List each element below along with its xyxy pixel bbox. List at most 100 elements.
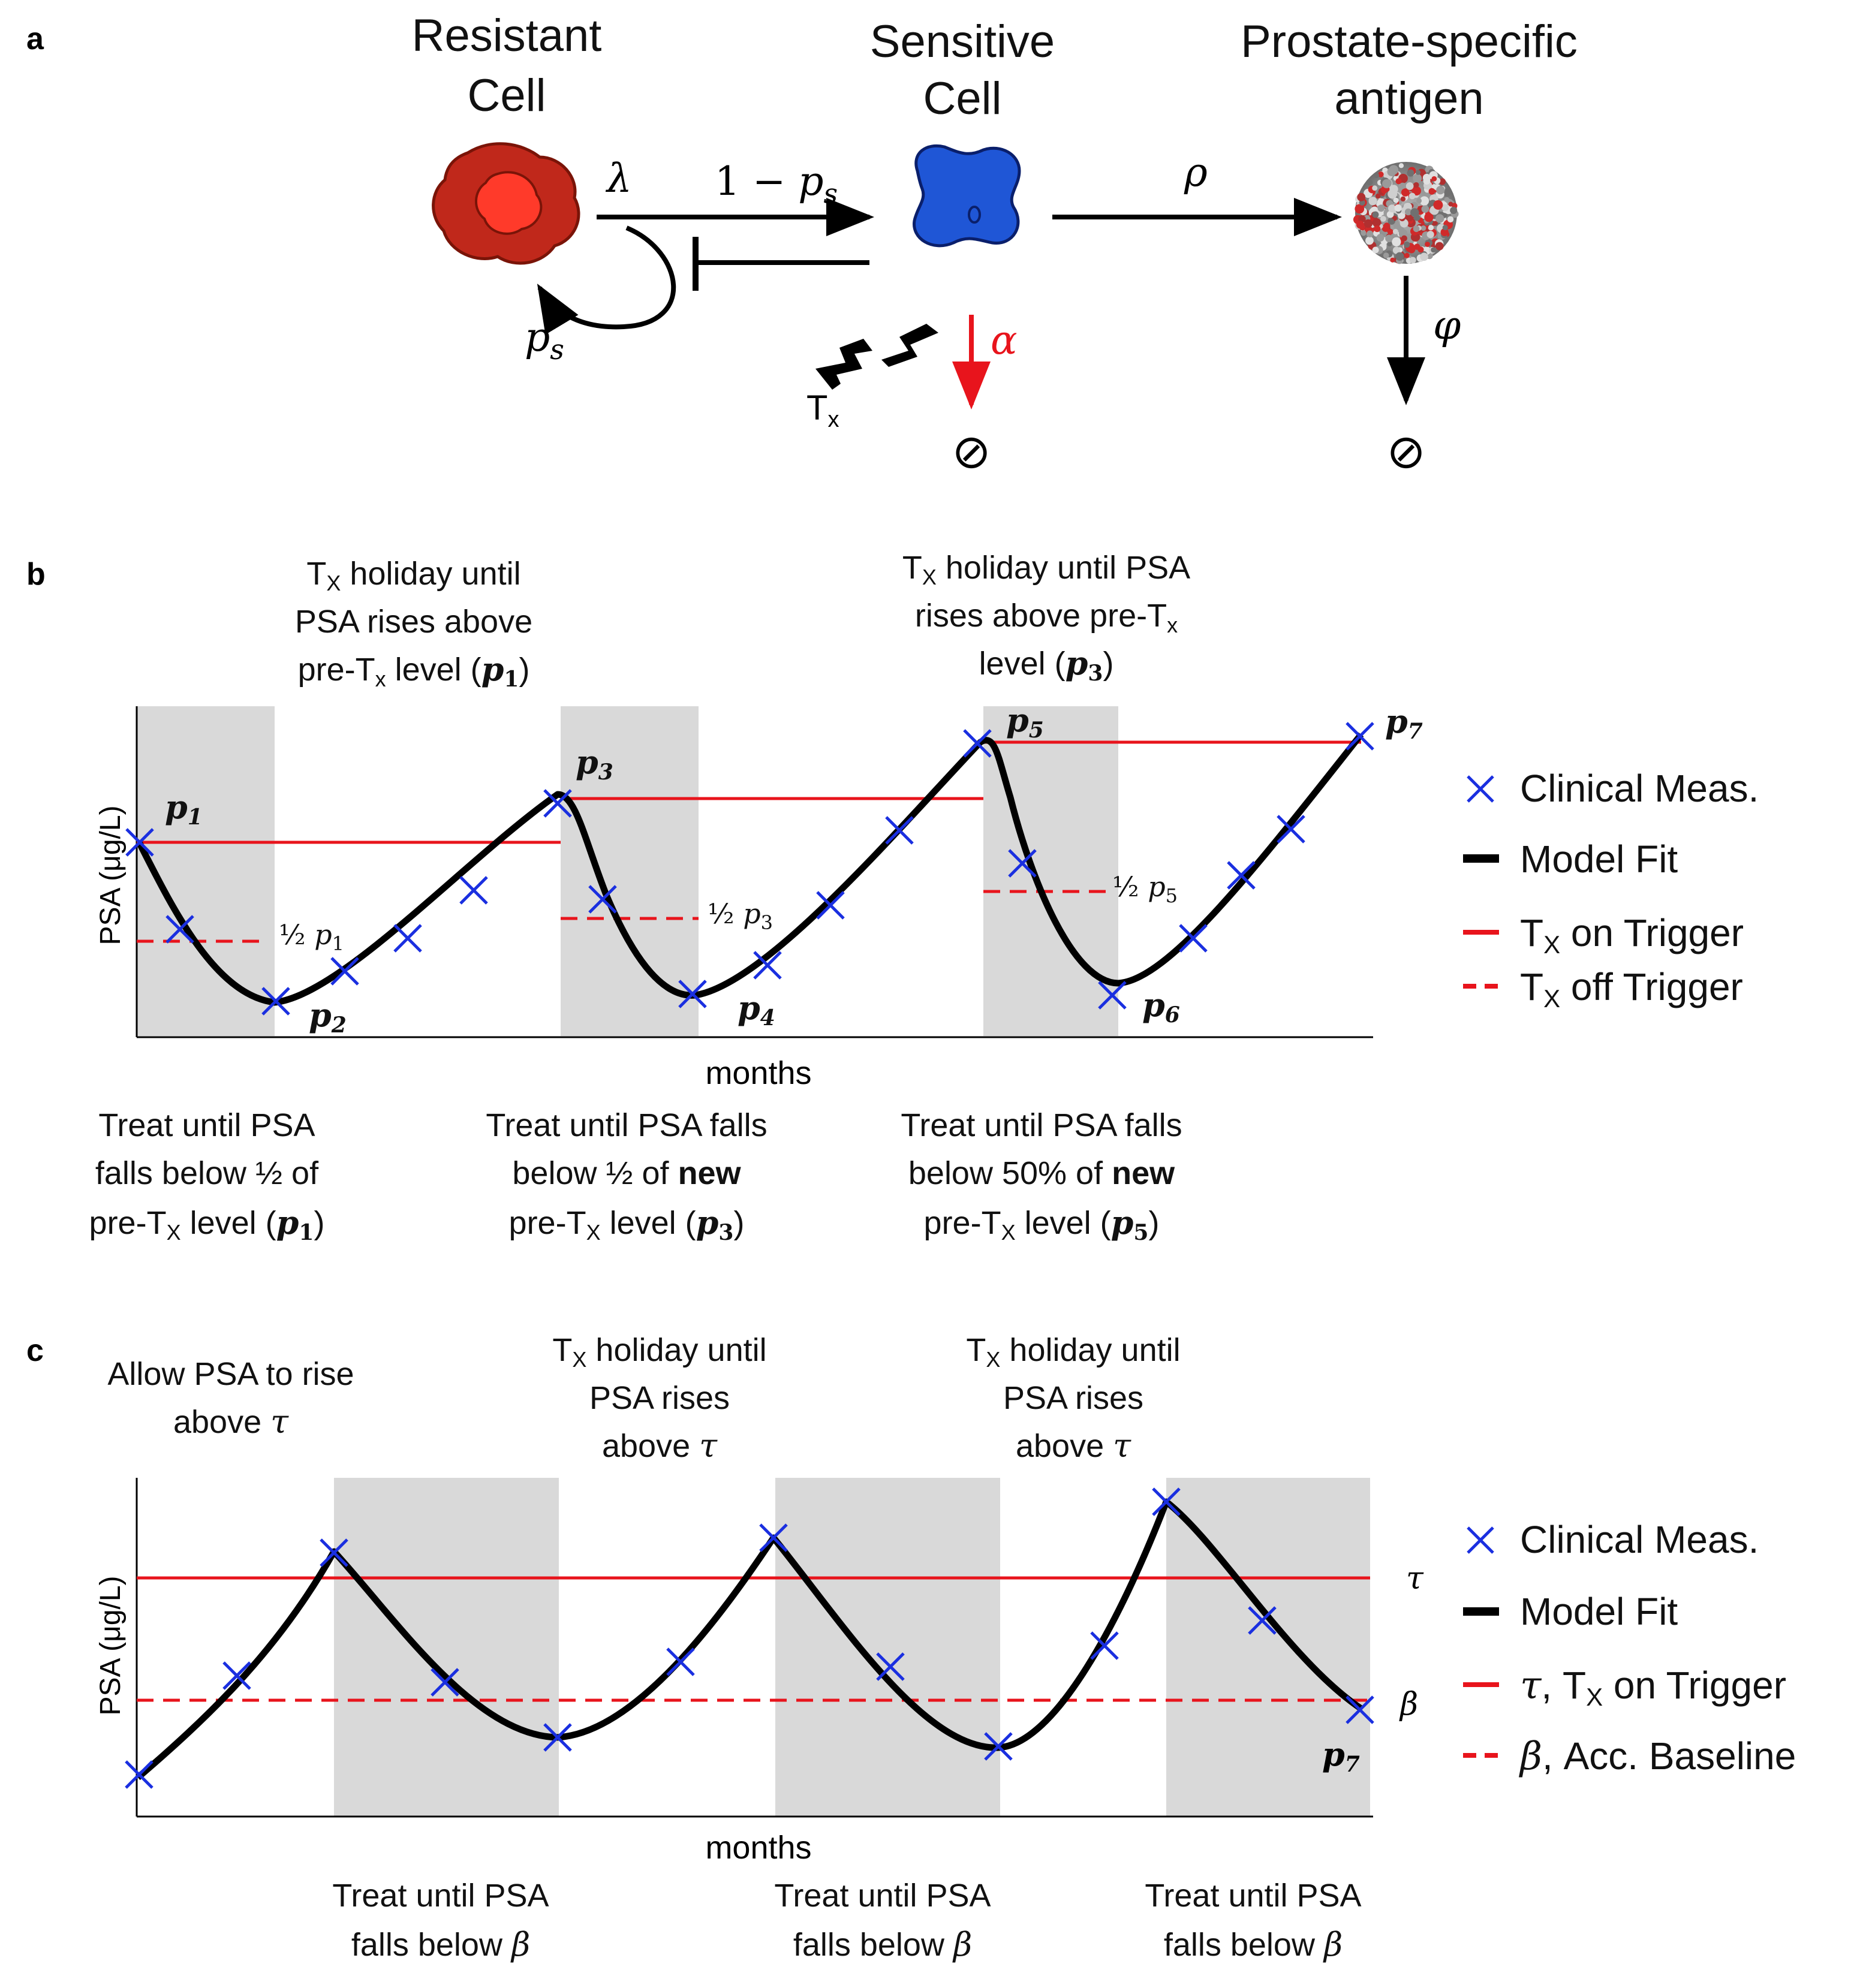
half-p1-label: ½ p1 — [279, 918, 344, 955]
legend-beta: β, Acc. Baseline — [1519, 1734, 1796, 1779]
panel-c-legend: Clinical Meas. Model Fit τ, TX on Trigge… — [1463, 1518, 1796, 1779]
point-label-p5: p5 — [1006, 701, 1044, 743]
svg-text:falls below ½ of: falls below ½ of — [95, 1155, 319, 1191]
treatment-band — [983, 706, 1118, 1036]
null-symbol-sensitive: ⊘ — [952, 425, 991, 478]
clinical-measurement-marker — [816, 891, 845, 920]
clinical-measurement-marker — [125, 1760, 154, 1789]
panel-a-label: a — [26, 22, 44, 56]
panel-c-label: c — [26, 1333, 44, 1368]
legend-tx-off: TX off Trigger — [1520, 965, 1743, 1013]
clinical-measurement-marker — [666, 1647, 695, 1676]
lambda-label: λ — [605, 155, 632, 201]
svg-text:pre-Tx level (p1): pre-Tx level (p1) — [298, 650, 530, 692]
clinical-measurement-marker — [543, 1723, 572, 1752]
point-label-p2: p2 — [309, 996, 347, 1038]
panel-c-markers — [125, 1487, 1374, 1789]
panel-b-top-note-1: TX holiday until PSA rises above pre-Tx … — [295, 556, 532, 692]
panel-c-xlabel: months — [705, 1830, 811, 1866]
point-label-p3: p3 — [576, 743, 613, 785]
sensitive-cell-title: Sensitive — [870, 16, 1055, 67]
svg-text:Treat until PSA: Treat until PSA — [332, 1878, 549, 1914]
one-minus-ps-label: 1 − ps — [715, 158, 838, 210]
clinical-measurement-marker — [459, 876, 488, 905]
svg-text:pre-TX level (p1): pre-TX level (p1) — [89, 1203, 325, 1245]
panel-c-top-note-2: TX holiday until PSA rises above τ — [552, 1332, 766, 1465]
svg-text:falls below β: falls below β — [793, 1926, 972, 1963]
svg-text:TX holiday until PSA: TX holiday until PSA — [902, 550, 1190, 589]
treatment-band — [334, 1478, 559, 1817]
panel-b-bottom-note-1: Treat until PSA falls below ½ of pre-TX … — [89, 1107, 325, 1245]
svg-text:falls below β: falls below β — [1164, 1926, 1343, 1963]
point-label-p7: p7 — [1322, 1735, 1360, 1777]
clinical-measurement-marker — [1090, 1631, 1119, 1660]
resistant-cell-icon — [432, 142, 580, 265]
legend-clinical-meas: Clinical Meas. — [1520, 767, 1759, 810]
svg-text:TX holiday until: TX holiday until — [306, 556, 520, 595]
clinical-measurement-marker — [1152, 1487, 1181, 1516]
svg-text:above τ: above τ — [1016, 1427, 1131, 1465]
clinical-measurement-marker — [165, 915, 194, 944]
alpha-label: α — [991, 317, 1018, 363]
null-symbol-psa: ⊘ — [1386, 425, 1425, 478]
tx-label: Tx — [806, 388, 839, 432]
svg-text:above τ: above τ — [602, 1427, 718, 1465]
psa-molecule-icon — [1353, 162, 1459, 264]
panel-b-bottom-note-2: Treat until PSA falls below ½ of new pre… — [486, 1107, 767, 1245]
legend-marker-icon — [1467, 775, 1494, 803]
clinical-measurement-marker — [1098, 981, 1127, 1010]
svg-text:below 50% of new: below 50% of new — [908, 1155, 1175, 1191]
lightning-icon — [815, 324, 938, 390]
clinical-measurement-marker — [330, 957, 359, 986]
clinical-measurement-marker — [1248, 1606, 1277, 1635]
legend-clinical-meas: Clinical Meas. — [1520, 1518, 1759, 1561]
ps-label: ps — [525, 314, 564, 366]
tau-label: τ — [1406, 1561, 1424, 1597]
panel-c-bottom-note-2: Treat until PSA falls below β — [774, 1878, 991, 1963]
clinical-measurement-marker — [1227, 861, 1256, 890]
clinical-measurement-marker — [588, 885, 617, 914]
svg-text:PSA rises: PSA rises — [1003, 1380, 1143, 1416]
clinical-measurement-marker — [753, 951, 782, 980]
psa-title: Prostate-specific — [1241, 16, 1578, 67]
legend-tx-on: TX on Trigger — [1520, 911, 1744, 959]
panel-b-markers — [125, 722, 1374, 1016]
legend-model-fit: Model Fit — [1520, 1590, 1678, 1633]
svg-text:TX holiday until: TX holiday until — [966, 1332, 1180, 1372]
sensitive-cell-title-2: Cell — [923, 73, 1002, 124]
point-label-p6: p6 — [1142, 986, 1180, 1028]
model-fit-curve — [136, 732, 1364, 1006]
svg-text:Allow PSA to rise: Allow PSA to rise — [107, 1356, 354, 1392]
clinical-measurement-marker — [431, 1668, 459, 1697]
point-label-p4: p4 — [738, 989, 775, 1031]
clinical-measurement-marker — [1179, 924, 1208, 953]
legend-model-fit: Model Fit — [1520, 838, 1678, 881]
svg-text:PSA rises: PSA rises — [589, 1380, 730, 1416]
svg-text:falls below β: falls below β — [351, 1926, 530, 1963]
svg-text:level (p3): level (p3) — [979, 644, 1114, 686]
clinical-measurement-marker — [984, 1732, 1013, 1761]
panel-b-top-note-2: TX holiday until PSA rises above pre-Tx … — [902, 550, 1190, 686]
clinical-measurement-marker — [393, 924, 422, 953]
panel-b: b TX holiday until PSA rises above pre-T… — [26, 550, 1759, 1245]
panel-c: c Allow PSA to rise above τ TX holiday u… — [26, 1332, 1796, 1963]
phi-label: φ — [1433, 302, 1461, 348]
treatment-band — [775, 1478, 1000, 1817]
beta-label: β — [1399, 1686, 1418, 1722]
svg-text:Treat until PSA: Treat until PSA — [1145, 1878, 1361, 1914]
treatment-band — [561, 706, 699, 1036]
clinical-measurement-marker — [963, 729, 992, 758]
half-p3-label: ½ p3 — [708, 897, 773, 934]
clinical-measurement-marker — [876, 1652, 905, 1681]
panel-c-bottom-note-3: Treat until PSA falls below β — [1145, 1878, 1361, 1963]
svg-text:Treat until PSA falls: Treat until PSA falls — [901, 1107, 1182, 1143]
clinical-measurement-marker — [222, 1661, 251, 1690]
legend-tau: τ, TX on Trigger — [1520, 1664, 1786, 1711]
clinical-measurement-marker — [678, 980, 707, 1008]
clinical-measurement-marker — [320, 1538, 348, 1567]
clinical-measurement-marker — [125, 828, 154, 857]
svg-text:rises above pre-Tx: rises above pre-Tx — [915, 598, 1178, 637]
panel-c-top-note-1: Allow PSA to rise above τ — [107, 1356, 354, 1441]
panel-b-legend: Clinical Meas. Model Fit TX on Trigger T… — [1463, 767, 1759, 1013]
